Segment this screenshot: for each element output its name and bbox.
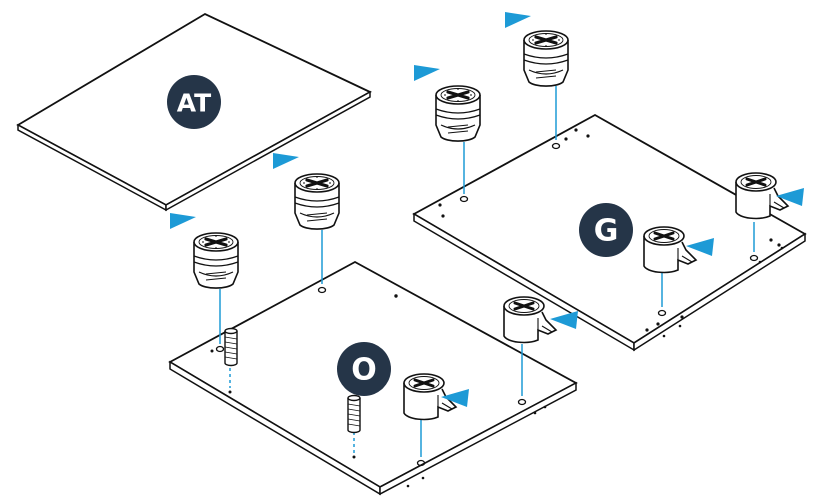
cam-housing-icon bbox=[502, 295, 558, 344]
cam-lock-fitting-icon bbox=[293, 172, 341, 231]
badge-at: AT bbox=[167, 75, 221, 129]
badge-o-label: O bbox=[351, 353, 377, 388]
badge-o: O bbox=[337, 342, 391, 396]
cam-lock-fitting-icon bbox=[522, 29, 570, 88]
blue-pointer-arrow-icon bbox=[505, 12, 531, 28]
guide-lines bbox=[219, 86, 755, 457]
wooden-dowel-icon bbox=[224, 327, 238, 367]
cam-lock-fitting-icon bbox=[192, 231, 240, 290]
blue-pointer-arrow-icon bbox=[550, 311, 578, 329]
wooden-dowel-icon bbox=[347, 394, 361, 434]
panel-o-holes bbox=[210, 294, 547, 488]
blue-pointer-arrow-icon bbox=[170, 213, 196, 229]
blue-pointer-arrow-icon bbox=[273, 153, 299, 169]
cam-lock-fitting-icon bbox=[434, 84, 482, 143]
badge-g: G bbox=[579, 203, 633, 257]
panel-g-target-holes bbox=[459, 142, 759, 317]
badge-g-label: G bbox=[594, 214, 619, 249]
blue-pointer-arrow-icon bbox=[414, 65, 440, 81]
badge-at-label: AT bbox=[177, 89, 211, 118]
panel-g-holes bbox=[438, 128, 784, 338]
panel-o-target-holes bbox=[215, 286, 527, 467]
